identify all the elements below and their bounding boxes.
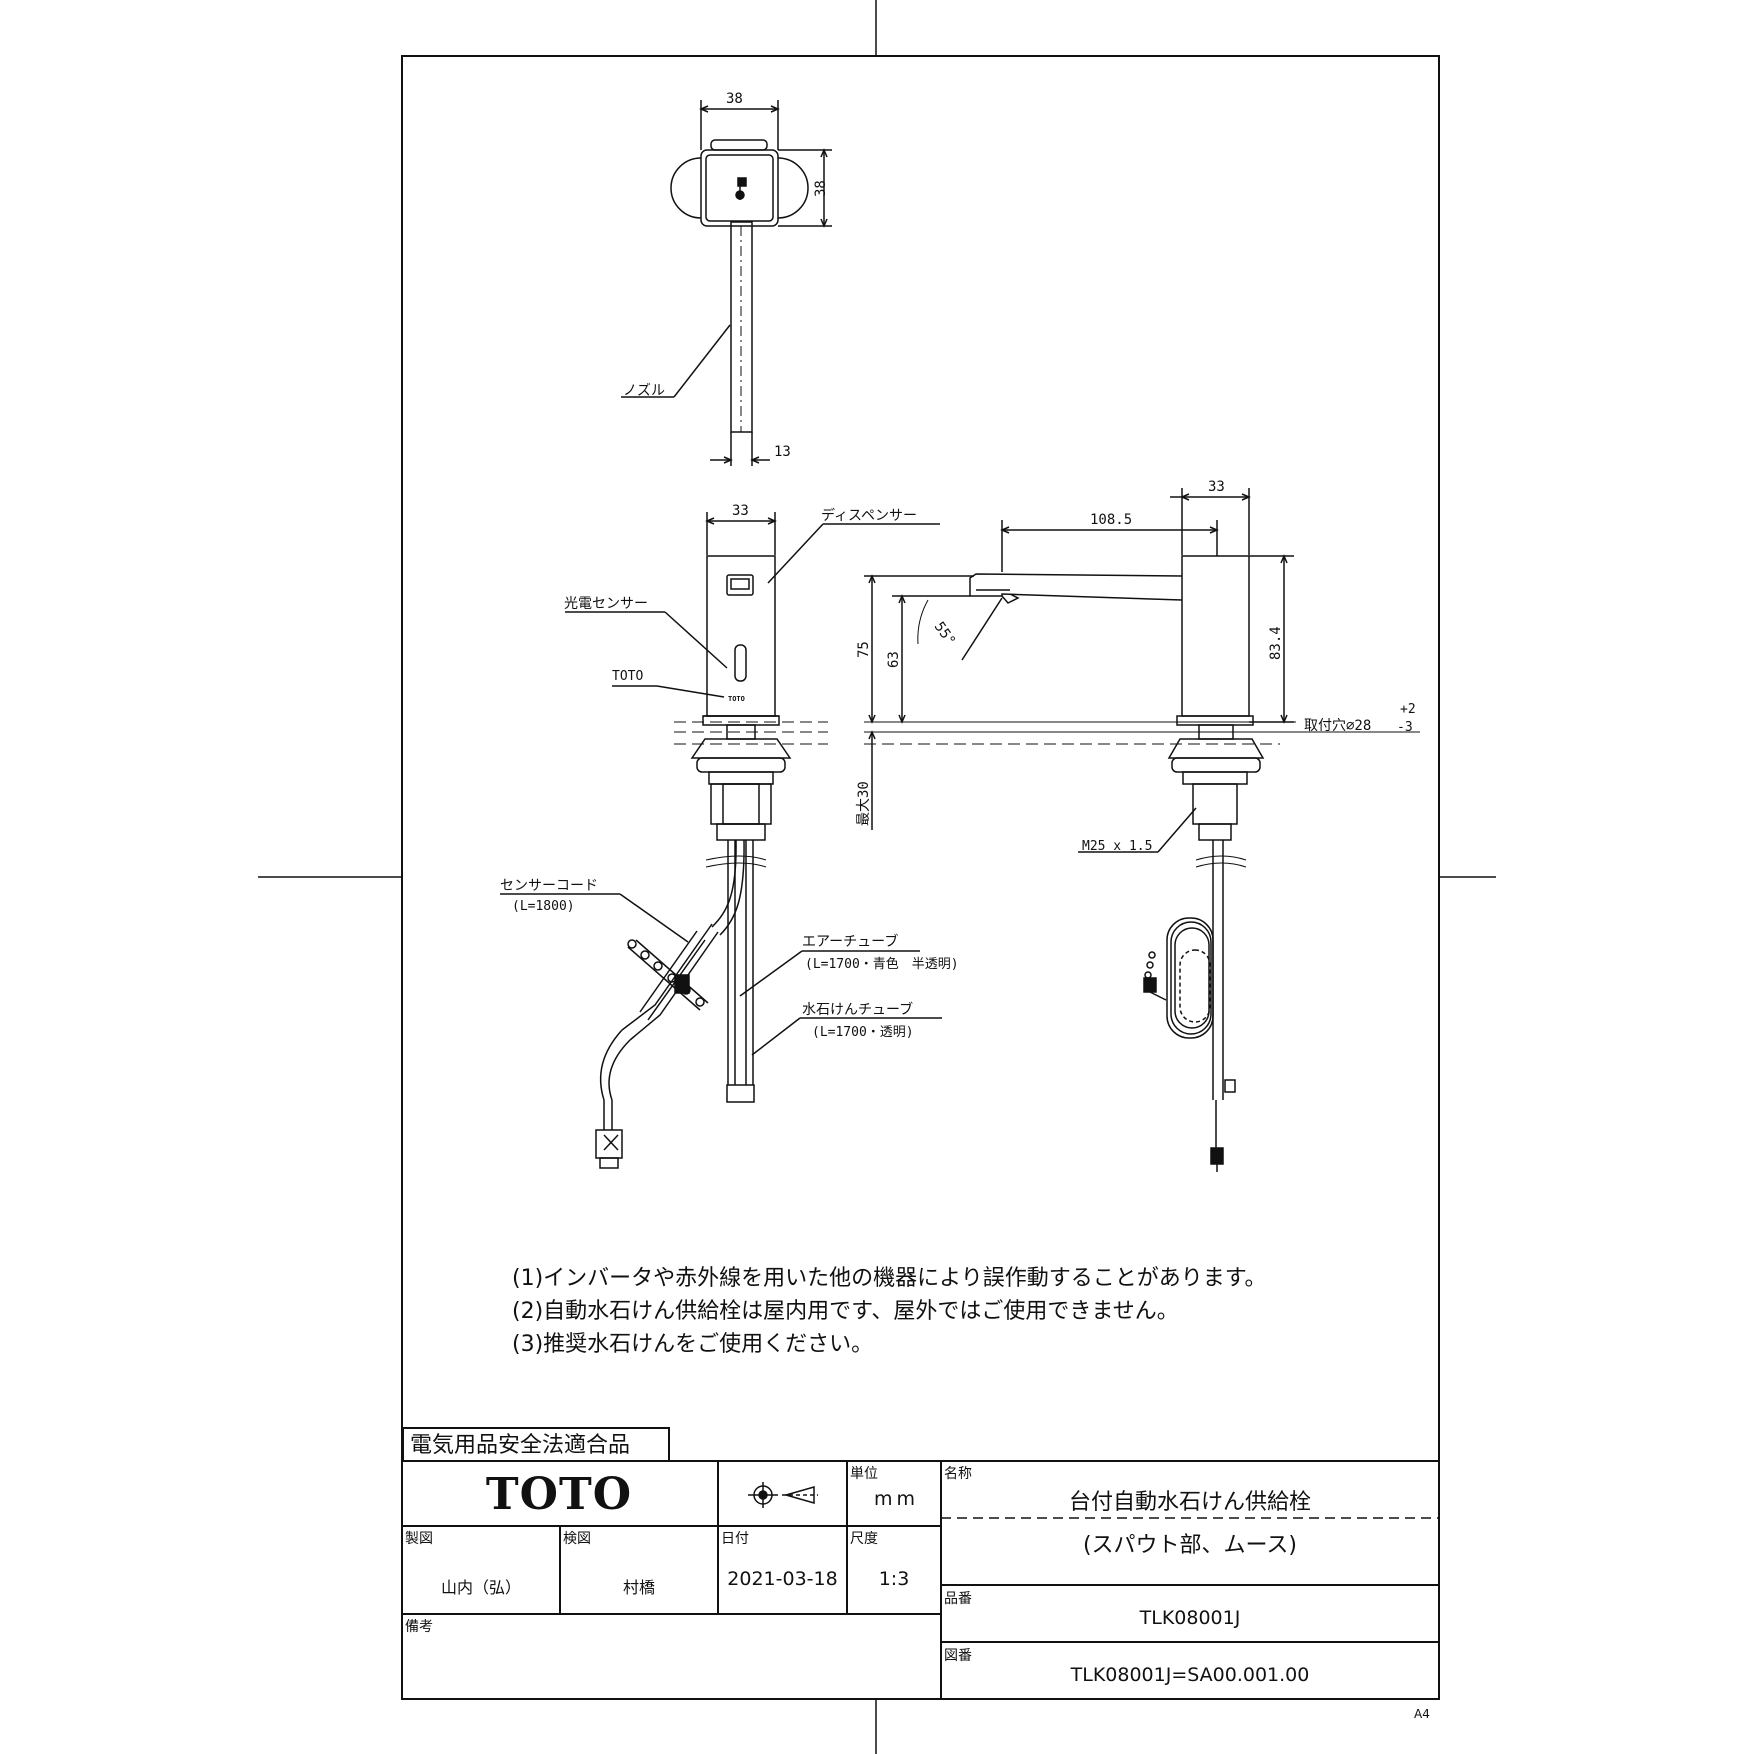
- certification-label: 電気用品安全法適合品: [402, 1427, 670, 1461]
- part-label: 品番: [944, 1591, 972, 1607]
- dim-height-63: 63: [886, 651, 902, 668]
- label-nozzle: ノズル: [623, 383, 665, 399]
- dim-top-height: 38: [813, 180, 829, 197]
- dim-front-width: 33: [732, 503, 749, 519]
- unit-value: mm: [874, 1488, 920, 1510]
- dim-hole-tol-plus: +2: [1400, 702, 1416, 717]
- label-sensor-cord: センサーコード: [500, 878, 598, 894]
- drawing-text: 38 38 13 ノズル 33 ディスペンサー 光電センサー TOTO TOTO…: [500, 91, 1416, 1040]
- remarks-label: 備考: [405, 1619, 433, 1635]
- dim-nozzle-width: 13: [774, 444, 791, 460]
- label-soap-tube: 水石けんチューブ: [802, 1001, 913, 1018]
- label-air-tube: エアーチューブ: [802, 933, 898, 950]
- front-view: [500, 512, 942, 1169]
- date-value: 2021-03-18: [727, 1568, 838, 1590]
- dim-height-75: 75: [856, 641, 872, 658]
- note-3: (3)推奨水石けんをご使用ください。: [512, 1332, 874, 1357]
- label-soap-tube-spec: (L=1700・透明): [812, 1025, 914, 1040]
- notes: (1)インバータや赤外線を用いた他の機器により誤作動することがあります。 (2)…: [512, 1262, 1267, 1361]
- checked-value: 村橋: [622, 1578, 655, 1597]
- drawing-number: TLK08001J=SA00.001.00: [1070, 1664, 1310, 1686]
- dim-angle: 55°: [931, 619, 959, 649]
- side-view: [864, 488, 1420, 1172]
- product-variant: (スパウト部、ムース): [1082, 1533, 1298, 1558]
- checked-label: 検図: [563, 1531, 591, 1547]
- dim-side-width: 33: [1208, 479, 1225, 495]
- paper-size: A4: [1414, 1707, 1430, 1721]
- dim-hole-tol-minus: -3: [1397, 720, 1413, 735]
- body-brand: TOTO: [728, 695, 745, 703]
- title-block-grid: [402, 1460, 1439, 1699]
- drawing-number-label: 図番: [944, 1648, 972, 1664]
- projection-symbol-icon: [748, 1482, 818, 1508]
- note-1: (1)インバータや赤外線を用いた他の機器により誤作動することがあります。: [512, 1266, 1267, 1291]
- note-2: (2)自動水石けん供給栓は屋内用です、屋外ではご使用できません。: [512, 1299, 1179, 1324]
- scale-value: 1:3: [878, 1568, 910, 1590]
- drawn-value: 山内（弘）: [440, 1578, 521, 1597]
- dim-max-thickness: 最大30: [856, 781, 872, 826]
- dim-thread: M25 x 1.5: [1082, 839, 1152, 854]
- dim-height-total: 83.4: [1268, 626, 1284, 660]
- dim-hole: 取付穴∅28: [1304, 718, 1371, 734]
- product-name: 台付自動水石けん供給栓: [1068, 1490, 1311, 1515]
- dim-top-width: 38: [726, 91, 743, 107]
- sheet-border: [401, 55, 1440, 1700]
- name-label: 名称: [944, 1466, 972, 1482]
- label-toto-mark: TOTO: [612, 669, 643, 684]
- label-sensor-cord-length: (L=1800): [512, 899, 575, 914]
- dim-spout-length: 108.5: [1090, 512, 1132, 528]
- label-air-tube-spec: (L=1700・青色 半透明): [805, 956, 959, 972]
- scale-label: 尺度: [850, 1531, 878, 1547]
- label-dispenser: ディスペンサー: [821, 507, 917, 524]
- drawn-label: 製図: [405, 1531, 433, 1547]
- brand-logo: TOTO: [485, 1468, 633, 1520]
- date-label: 日付: [721, 1531, 749, 1547]
- top-view: [621, 100, 832, 466]
- part-number: TLK08001J: [1139, 1607, 1241, 1629]
- label-photo-sensor: 光電センサー: [564, 596, 648, 612]
- unit-label: 単位: [850, 1466, 878, 1482]
